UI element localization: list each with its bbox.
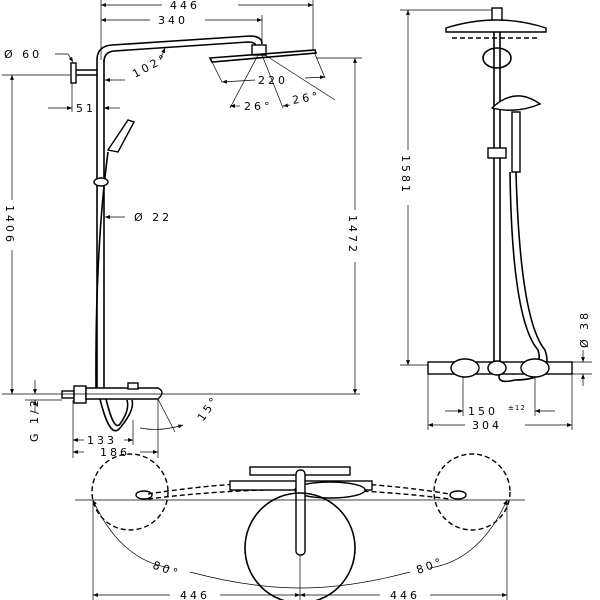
mixer-spout — [85, 387, 163, 400]
dim-150: 150 — [468, 405, 498, 418]
dim-133: 133 — [87, 434, 117, 447]
dim-51: 51 — [76, 102, 96, 115]
dim-swivel-right: 80° — [415, 555, 446, 577]
overhead-shower-front — [445, 19, 547, 33]
dim-pipe-diameter: Ø 22 — [134, 211, 172, 224]
dim-bar-diameter: Ø 38 — [578, 310, 591, 348]
front-view: 1581 Ø 38 150 ±12 304 — [399, 7, 592, 432]
dim-150-tolerance: ±12 — [508, 404, 526, 412]
dim-446-right: 446 — [390, 589, 420, 600]
side-view: 446 340 Ø 60 102° 220 26° 26° 51 Ø 22 14… — [2, 0, 362, 459]
dim-arm-angle: 102° — [130, 51, 170, 81]
dim-446-top: 446 — [170, 0, 200, 12]
top-shower-head — [244, 492, 356, 600]
hand-shower-front — [490, 95, 542, 111]
dim-1581: 1581 — [399, 155, 412, 195]
dim-1406: 1406 — [3, 205, 16, 245]
overhead-shower-head — [208, 49, 318, 63]
holder-front — [487, 147, 507, 159]
dim-446-left: 446 — [180, 589, 210, 600]
dim-304: 304 — [472, 419, 502, 432]
shower-holder — [93, 177, 109, 187]
dim-spout-angle: 15° — [195, 393, 222, 424]
dim-swivel-left: 80° — [151, 559, 182, 581]
hand-shower — [106, 119, 136, 153]
top-view: 80° 80° 446 446 — [75, 453, 525, 600]
dim-1472: 1472 — [346, 215, 359, 255]
top-riser — [295, 469, 306, 556]
wall-flange — [70, 62, 77, 84]
dim-spray-angle-left: 26° — [244, 100, 273, 113]
dim-spray-angle-right: 26° — [291, 89, 321, 107]
mixer-body — [73, 385, 87, 404]
dim-340: 340 — [158, 14, 188, 27]
dim-flange-diameter: Ø 60 — [4, 48, 42, 61]
dim-thread: G 1/2 — [28, 397, 41, 442]
dim-head-220: 220 — [258, 74, 288, 87]
